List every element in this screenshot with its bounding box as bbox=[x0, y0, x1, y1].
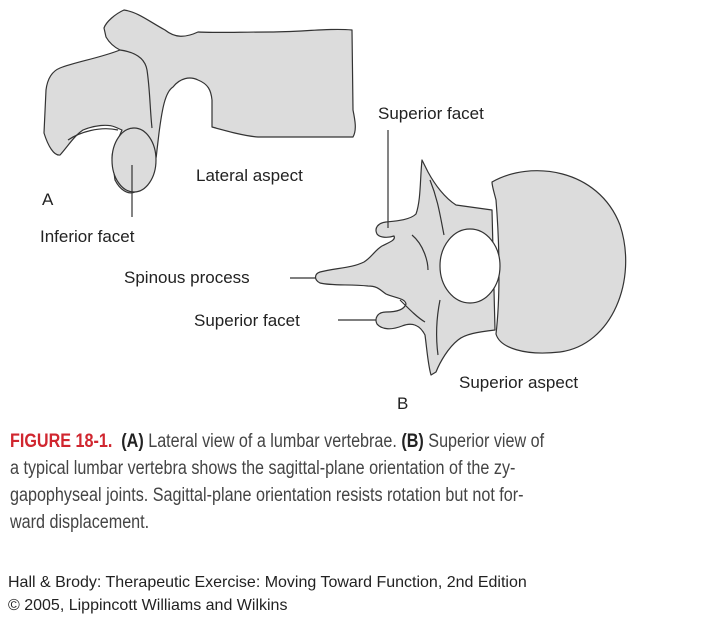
caption-text-a: Lateral view of a lumbar vertebrae. bbox=[148, 431, 397, 452]
caption-line-3: gapophyseal joints. Sagittal-plane orien… bbox=[10, 485, 524, 506]
inferior-facet-shape bbox=[111, 127, 157, 193]
posterior-elements bbox=[314, 159, 496, 376]
credit-line-1: Hall & Brody: Therapeutic Exercise: Movi… bbox=[8, 574, 527, 591]
label-b: B bbox=[397, 394, 409, 413]
part-b-marker: (B) bbox=[401, 431, 424, 452]
label-lateral-aspect: Lateral aspect bbox=[196, 166, 303, 185]
caption-text-b: Superior view of bbox=[428, 431, 545, 452]
label-spinous-process: Spinous process bbox=[124, 268, 250, 287]
inner-line-mid bbox=[411, 234, 429, 271]
inner-line-lower bbox=[399, 299, 426, 323]
part-a-marker: (A) bbox=[121, 431, 144, 452]
caption-line-2: a typical lumbar vertebra shows the sagi… bbox=[10, 458, 516, 479]
inner-line-upper bbox=[429, 179, 445, 236]
lamina-line bbox=[67, 128, 119, 141]
vertebral-foramen bbox=[439, 228, 501, 304]
label-superior-facet-top: Superior facet bbox=[378, 104, 484, 123]
vertebra-illustration bbox=[43, 9, 627, 376]
label-superior-facet-bottom: Superior facet bbox=[194, 311, 300, 330]
caption-line-4: ward displacement. bbox=[10, 512, 150, 533]
label-a: A bbox=[42, 190, 54, 209]
credit-line-2: © 2005, Lippincott Williams and Wilkins bbox=[8, 597, 288, 614]
pedicle-line bbox=[119, 49, 153, 129]
figure-number: FIGURE 18-1. bbox=[10, 431, 113, 452]
figure-caption: FIGURE 18-1. (A) Lateral view of a lumba… bbox=[10, 428, 673, 536]
label-inferior-facet: Inferior facet bbox=[40, 227, 135, 246]
label-superior-aspect: Superior aspect bbox=[459, 373, 579, 392]
vertebral-body bbox=[491, 170, 627, 354]
inner-line-bottom bbox=[436, 299, 441, 356]
